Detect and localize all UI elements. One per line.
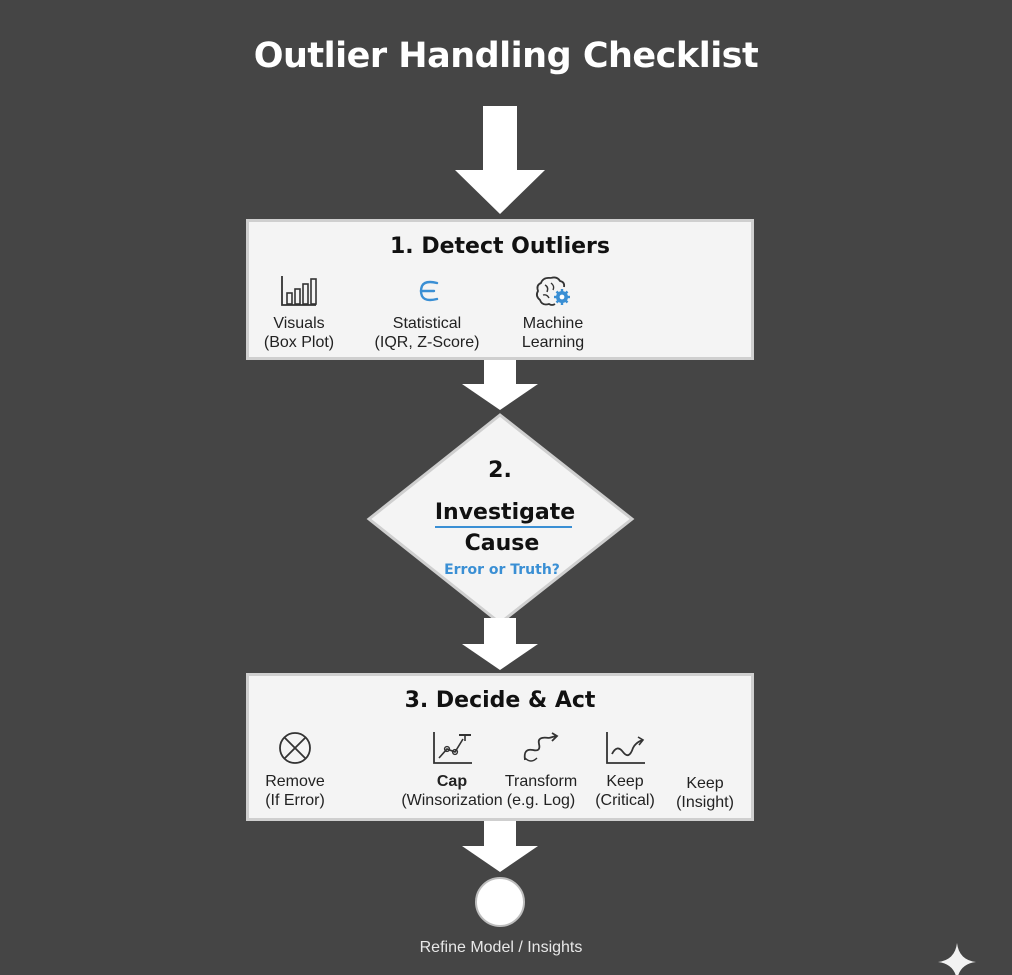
arrow-investigate-to-decide: [462, 618, 538, 670]
keep-insight-sublabel: (Insight): [676, 794, 734, 811]
machine-learning-sublabel: Learning: [521, 334, 585, 351]
brain-gear-icon: [535, 276, 570, 306]
keep-critical-label: Keep: [606, 773, 644, 790]
investigate-number: 2.: [488, 458, 512, 483]
machine-learning-label: Machine: [522, 315, 584, 332]
arrow-start: [455, 106, 545, 214]
investigate-question: Error or Truth?: [444, 562, 560, 578]
visuals-sublabel: (Box Plot): [263, 334, 335, 351]
cap-sublabel: (Winsorization: [401, 792, 503, 809]
action-keep-critical: Keep (Critical): [587, 730, 663, 810]
method-statistical: Statistical (IQR, Z-Score): [369, 274, 485, 352]
end-label: Refine Model / Insights: [419, 939, 583, 956]
investigate-cause: Cause: [464, 531, 540, 556]
arrow-detect-to-investigate: [462, 358, 538, 410]
investigate-title: Investigate: [434, 500, 576, 525]
bar-chart-icon: [281, 276, 317, 306]
keep-critical-sublabel: (Critical): [595, 792, 655, 809]
action-transform: Transform (e.g. Log): [501, 730, 581, 810]
decide-act-box: 3. Decide & Act Remove (If Error) Cap (W…: [246, 673, 754, 821]
action-remove: Remove (If Error): [249, 730, 341, 810]
cap-label: Cap: [436, 773, 468, 790]
decide-act-title: 3. Decide & Act: [404, 688, 596, 713]
method-visuals: Visuals (Box Plot): [249, 274, 349, 352]
sparkle-icon: [938, 943, 976, 975]
transform-label: Transform: [504, 773, 578, 790]
capped-line-icon: [433, 732, 472, 764]
page-title: Outlier Handling Checklist: [253, 36, 759, 76]
method-machine-learning: Machine Learning: [503, 274, 603, 352]
detect-outliers-box: 1. Detect Outliers Visuals (Box Plot) St…: [246, 219, 754, 360]
statistical-sublabel: (IQR, Z-Score): [374, 334, 480, 351]
visuals-label: Visuals: [273, 315, 325, 332]
end-node: [475, 877, 525, 927]
curve-arrow-icon: [523, 732, 559, 762]
action-keep-insight: Keep (Insight): [667, 774, 743, 812]
remove-label: Remove: [265, 773, 325, 790]
action-cap: Cap (Winsorization: [397, 730, 507, 810]
statistics-icon: [419, 280, 439, 302]
keep-insight-label: Keep: [686, 775, 724, 792]
detect-outliers-title: 1. Detect Outliers: [390, 234, 610, 259]
arrow-decide-to-end: [462, 820, 538, 872]
crossed-circle-icon: [279, 732, 311, 764]
remove-sublabel: (If Error): [265, 792, 325, 809]
investigate-underline: [435, 526, 572, 528]
statistical-label: Statistical: [392, 315, 462, 332]
trend-chart-icon: [606, 732, 645, 764]
transform-sublabel: (e.g. Log): [506, 792, 576, 809]
